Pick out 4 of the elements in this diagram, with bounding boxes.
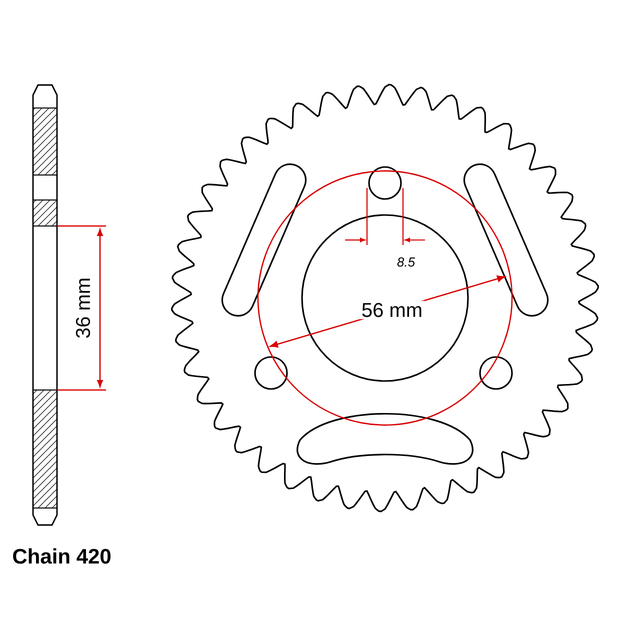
dimension-label: 8.5: [397, 257, 416, 267]
dimension-label: 56 mm: [362, 302, 422, 318]
caption-text: Chain 420: [13, 548, 111, 564]
dimension-label: 36 mm: [76, 278, 90, 338]
